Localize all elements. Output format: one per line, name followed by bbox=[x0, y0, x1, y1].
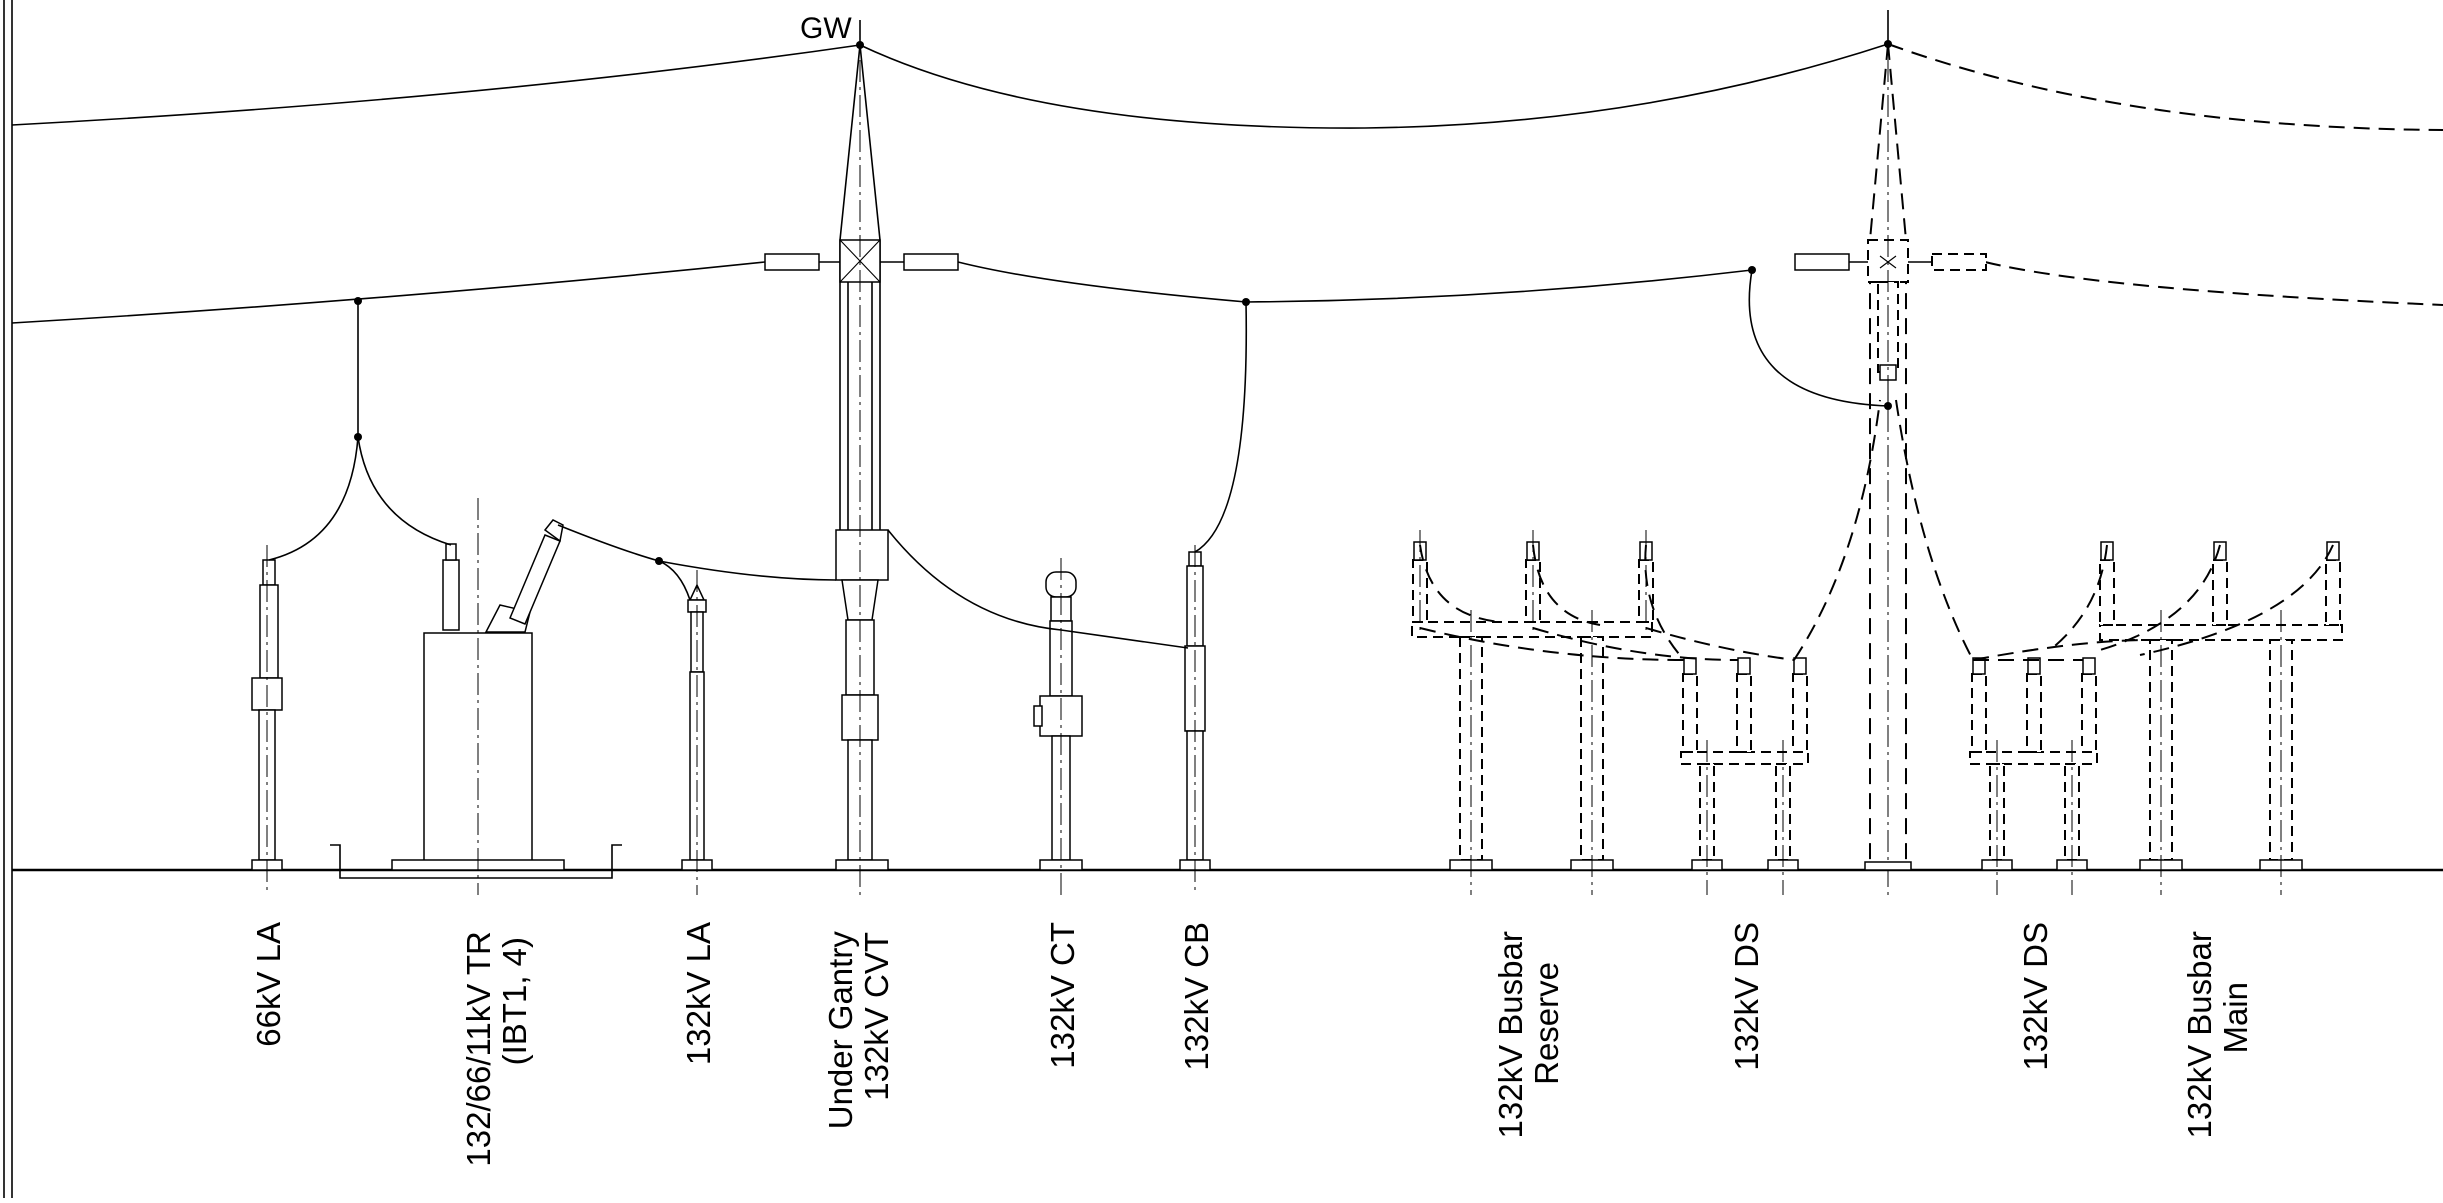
label-ds-2: 132kV DS bbox=[2017, 922, 2054, 1071]
66kv-lightning-arrester bbox=[251, 545, 283, 895]
132kv-disconnector-2 bbox=[1969, 657, 2098, 895]
current-transformer bbox=[1033, 558, 1083, 895]
label-busbar-reserve: 132kV Busbar Reserve bbox=[1492, 922, 1565, 1138]
label-busbar-main: 132kV Busbar Main bbox=[2181, 922, 2254, 1138]
drawing-border bbox=[3, 0, 13, 1198]
ground-wire bbox=[11, 40, 2443, 131]
label-66kv-la: 66kV LA bbox=[250, 922, 287, 1047]
gantry-tower-future bbox=[1794, 10, 1987, 895]
label-ct: 132kV CT bbox=[1044, 922, 1081, 1069]
gw-label: GW bbox=[800, 12, 852, 45]
circuit-breaker bbox=[1179, 545, 1211, 895]
132kv-busbar-reserve bbox=[1411, 530, 1654, 895]
label-cvt: Under Gantry 132kV CVT bbox=[822, 922, 895, 1129]
capacitor-voltage-transformer bbox=[835, 60, 889, 895]
132kv-busbar-main bbox=[2099, 541, 2343, 895]
gantry-tower bbox=[764, 20, 959, 530]
label-132kv-la: 132kV LA bbox=[680, 922, 717, 1065]
132kv-disconnector-1 bbox=[1680, 657, 1809, 895]
power-transformer bbox=[330, 498, 622, 895]
phase-conductor bbox=[11, 261, 2443, 324]
label-transformer: 132/66/11kV TR (IBT1, 4) bbox=[460, 922, 533, 1167]
132kv-lightning-arrester bbox=[681, 570, 713, 895]
label-ds-1: 132kV DS bbox=[1728, 922, 1765, 1071]
label-cb: 132kV CB bbox=[1178, 922, 1215, 1071]
connection-leads bbox=[268, 269, 2334, 661]
